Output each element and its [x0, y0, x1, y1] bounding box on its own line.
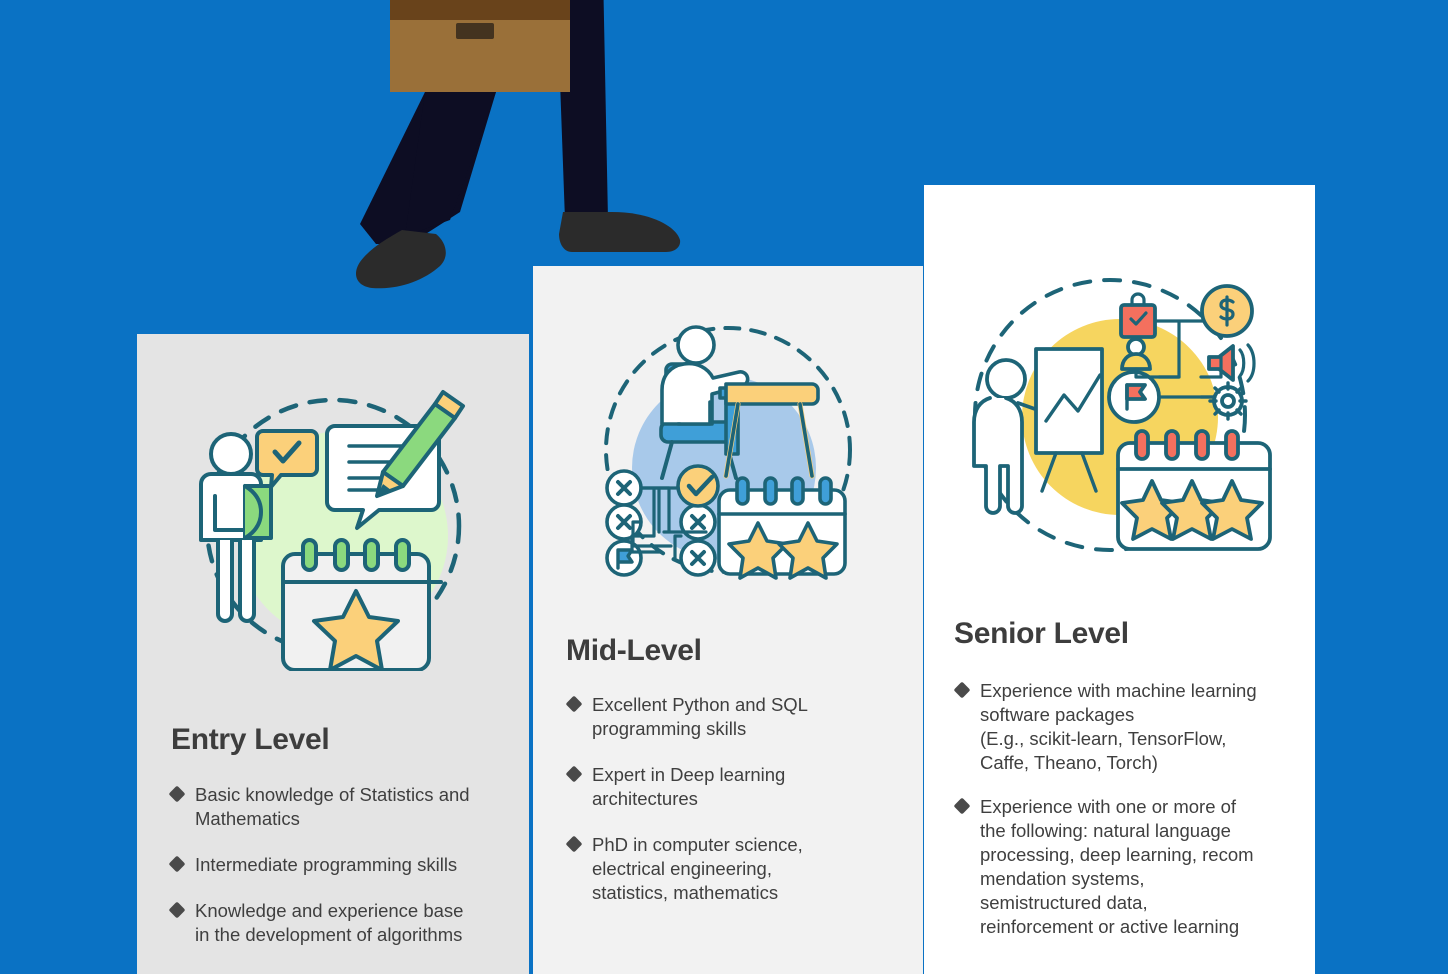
diamond-bullet-icon [565, 765, 583, 783]
card-entry-level[interactable]: Entry Level Basic knowledge of Statistic… [137, 334, 529, 974]
diamond-bullet-icon [565, 695, 583, 713]
diamond-bullet-icon [953, 797, 971, 815]
card-senior-level[interactable]: Senior Level Experience with machine lea… [924, 185, 1315, 974]
back-shoe [559, 212, 681, 252]
card-mid-level[interactable]: Mid-Level Excellent Python and SQL progr… [533, 266, 923, 974]
list-item: Experience with machine learning softwar… [953, 679, 1294, 775]
bullet-list-entry: Basic knowledge of Statistics and Mathem… [168, 783, 499, 947]
diamond-bullet-icon [168, 901, 186, 919]
briefcase-handle [456, 23, 494, 39]
entry-level-illustration [199, 390, 465, 671]
diamond-bullet-icon [168, 785, 186, 803]
walking-businessman-illustration [356, 0, 681, 289]
card-title-senior: Senior Level [954, 617, 1129, 650]
front-leg-thigh [405, 92, 496, 236]
front-shoe [356, 230, 446, 289]
bullet-text: Intermediate programming skills [195, 854, 458, 875]
card-title-mid: Mid-Level [566, 634, 702, 667]
bullet-text: Experience with machine learning softwar… [980, 680, 1257, 773]
bullet-text: Excellent Python and SQL programming ski… [592, 694, 808, 739]
card-title-entry: Entry Level [171, 723, 330, 756]
list-item: Expert in Deep learning architectures [565, 763, 886, 811]
bullet-text: PhD in computer science, electrical engi… [592, 834, 803, 903]
bullet-text: Expert in Deep learning architectures [592, 764, 786, 809]
bullet-text: Knowledge and experience base in the dev… [195, 900, 464, 945]
list-item: Basic knowledge of Statistics and Mathem… [168, 783, 499, 831]
diamond-bullet-icon [953, 681, 971, 699]
bullet-text: Experience with one or more of the follo… [980, 796, 1254, 937]
list-item: Intermediate programming skills [168, 853, 499, 877]
diamond-bullet-icon [565, 835, 583, 853]
briefcase-top [390, 0, 570, 20]
list-item: Experience with one or more of the follo… [953, 795, 1294, 939]
bullet-text: Basic knowledge of Statistics and Mathem… [195, 784, 470, 829]
diamond-bullet-icon [168, 855, 186, 873]
bullet-list-mid: Excellent Python and SQL programming ski… [565, 693, 886, 905]
list-item: Knowledge and experience base in the dev… [168, 899, 499, 947]
mid-level-illustration [604, 325, 852, 580]
list-item: Excellent Python and SQL programming ski… [565, 693, 886, 741]
bullet-list-senior: Experience with machine learning softwar… [953, 679, 1294, 939]
senior-level-illustration [971, 278, 1272, 552]
list-item: PhD in computer science, electrical engi… [565, 833, 886, 905]
